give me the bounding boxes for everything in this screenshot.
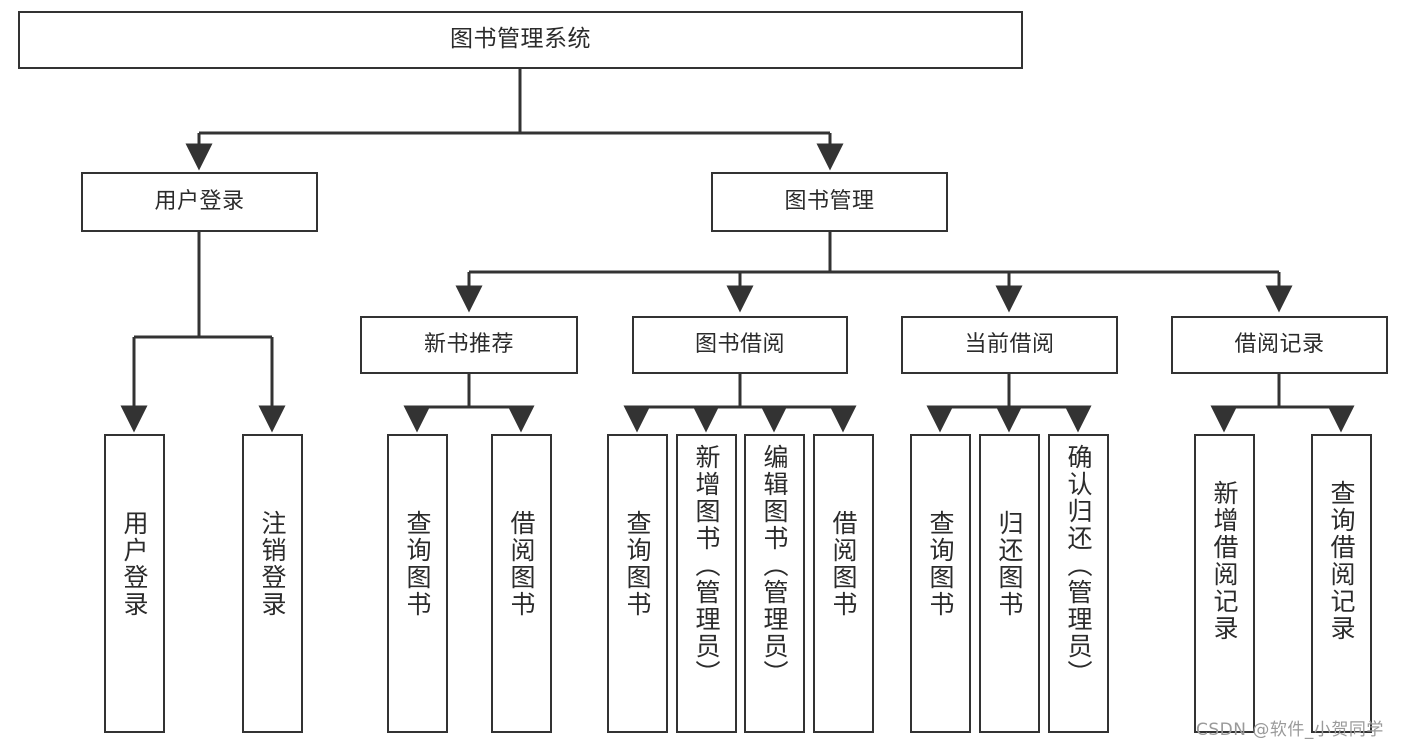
node-current-borrow[interactable]: 当前借阅	[901, 316, 1118, 374]
node-leaf-add-record-label: 新增借阅记录	[1210, 480, 1239, 642]
node-book-borrow[interactable]: 图书借阅	[632, 316, 848, 374]
node-new-book-recommend[interactable]: 新书推荐	[360, 316, 578, 374]
node-borrow-record-label: 借阅记录	[1234, 331, 1325, 357]
node-leaf-add-record[interactable]: 新增借阅记录	[1194, 434, 1255, 733]
node-book-manage[interactable]: 图书管理	[711, 172, 948, 232]
node-leaf-return-book[interactable]: 归还图书	[979, 434, 1040, 733]
node-leaf-return-book-label: 归还图书	[995, 510, 1024, 618]
node-leaf-borrow-book-2[interactable]: 借阅图书	[813, 434, 874, 733]
node-leaf-query-book-1[interactable]: 查询图书	[387, 434, 448, 733]
node-leaf-user-login-label: 用户登录	[120, 510, 149, 618]
node-book-manage-label: 图书管理	[784, 188, 875, 214]
node-user-login-label: 用户登录	[154, 188, 245, 214]
node-leaf-query-book-2-label: 查询图书	[623, 510, 652, 618]
node-leaf-confirm-return-label: 确认归还（管理员）	[1064, 444, 1093, 687]
node-leaf-query-book-3-label: 查询图书	[926, 510, 955, 618]
node-new-book-recommend-label: 新书推荐	[423, 331, 514, 357]
node-leaf-query-record[interactable]: 查询借阅记录	[1311, 434, 1372, 733]
node-leaf-confirm-return[interactable]: 确认归还（管理员）	[1048, 434, 1109, 733]
watermark: CSDN @软件_小贺同学	[1196, 720, 1384, 740]
node-root-label: 图书管理系统	[450, 26, 591, 53]
node-leaf-borrow-book-2-label: 借阅图书	[829, 510, 858, 618]
node-user-login[interactable]: 用户登录	[81, 172, 318, 232]
node-leaf-edit-book-label: 编辑图书（管理员）	[760, 444, 789, 687]
node-leaf-user-login[interactable]: 用户登录	[104, 434, 165, 733]
node-leaf-borrow-book-1[interactable]: 借阅图书	[491, 434, 552, 733]
node-leaf-query-record-label: 查询借阅记录	[1327, 480, 1356, 642]
node-leaf-add-book-label: 新增图书（管理员）	[692, 444, 721, 687]
node-leaf-query-book-2[interactable]: 查询图书	[607, 434, 668, 733]
node-leaf-query-book-3[interactable]: 查询图书	[910, 434, 971, 733]
node-leaf-borrow-book-1-label: 借阅图书	[507, 510, 536, 618]
node-leaf-query-book-1-label: 查询图书	[403, 510, 432, 618]
node-leaf-user-logout[interactable]: 注销登录	[242, 434, 303, 733]
node-leaf-user-logout-label: 注销登录	[258, 510, 287, 618]
node-borrow-record[interactable]: 借阅记录	[1171, 316, 1388, 374]
node-book-borrow-label: 图书借阅	[694, 331, 785, 357]
node-leaf-edit-book[interactable]: 编辑图书（管理员）	[744, 434, 805, 733]
node-leaf-add-book[interactable]: 新增图书（管理员）	[676, 434, 737, 733]
node-root[interactable]: 图书管理系统	[18, 11, 1023, 69]
node-current-borrow-label: 当前借阅	[964, 331, 1055, 357]
